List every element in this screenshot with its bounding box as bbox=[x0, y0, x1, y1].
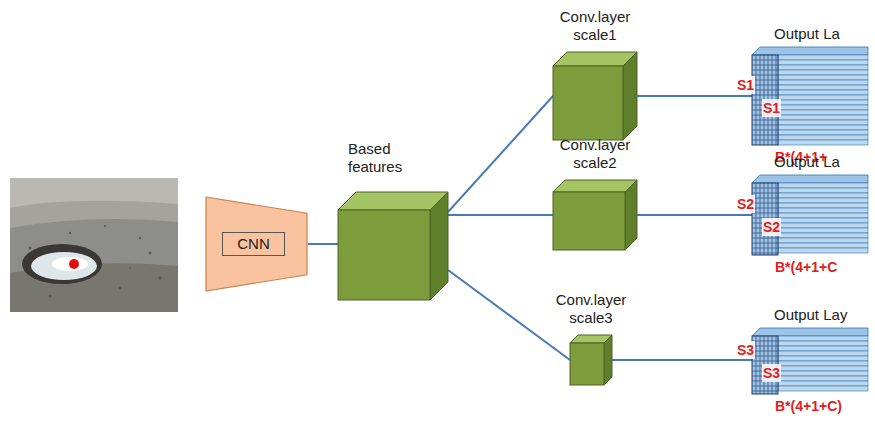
output-layer: Output LaS2S2B*(4+1+C bbox=[752, 175, 868, 255]
connector-line bbox=[637, 214, 752, 216]
connector-line bbox=[637, 95, 752, 97]
layer-title: Output Lay bbox=[774, 306, 847, 324]
node-shape bbox=[752, 175, 868, 255]
layer-title: Output La bbox=[774, 25, 840, 43]
grid-size: S2 bbox=[736, 195, 755, 213]
layer-title: Output La bbox=[774, 153, 840, 171]
grid-size: S2 bbox=[762, 218, 781, 236]
connector-line bbox=[612, 359, 752, 361]
output-layer: Output LayS3S3B*(4+1+C) bbox=[752, 328, 868, 394]
layer-label: Conv.layer scale2 bbox=[550, 136, 640, 172]
pothole-photo bbox=[10, 178, 178, 312]
feature-cube: Conv.layer scale2 bbox=[553, 180, 637, 250]
layer-label: Conv.layer scale1 bbox=[550, 8, 640, 44]
node-shape bbox=[338, 192, 448, 300]
node-shape bbox=[752, 47, 868, 145]
grid-size: S1 bbox=[736, 76, 755, 94]
grid-size: S3 bbox=[736, 341, 755, 359]
layer-label: Conv.layer scale3 bbox=[546, 291, 636, 327]
grid-size: S3 bbox=[762, 364, 781, 382]
output-layer: Output LaS1S1B*(4+1+ bbox=[752, 47, 868, 145]
output-dims: B*(4+1+C bbox=[774, 258, 838, 276]
connector-line bbox=[308, 243, 338, 245]
feature-cube: Based features bbox=[338, 192, 448, 300]
node-shape bbox=[752, 328, 868, 394]
cnn-block: CNN bbox=[205, 196, 308, 292]
node-shape bbox=[553, 180, 637, 250]
connector-line bbox=[448, 214, 553, 216]
output-dims: B*(4+1+C) bbox=[774, 397, 843, 415]
feature-cube: Conv.layer scale3 bbox=[570, 335, 612, 385]
block-label: CNN bbox=[222, 232, 285, 256]
connector-line bbox=[448, 96, 553, 212]
connector-line bbox=[448, 270, 570, 360]
grid-size: S1 bbox=[762, 99, 781, 117]
node-shape bbox=[553, 52, 637, 140]
layer-label: Based features bbox=[348, 140, 438, 176]
node-shape bbox=[570, 335, 612, 385]
feature-cube: Conv.layer scale1 bbox=[553, 52, 637, 140]
